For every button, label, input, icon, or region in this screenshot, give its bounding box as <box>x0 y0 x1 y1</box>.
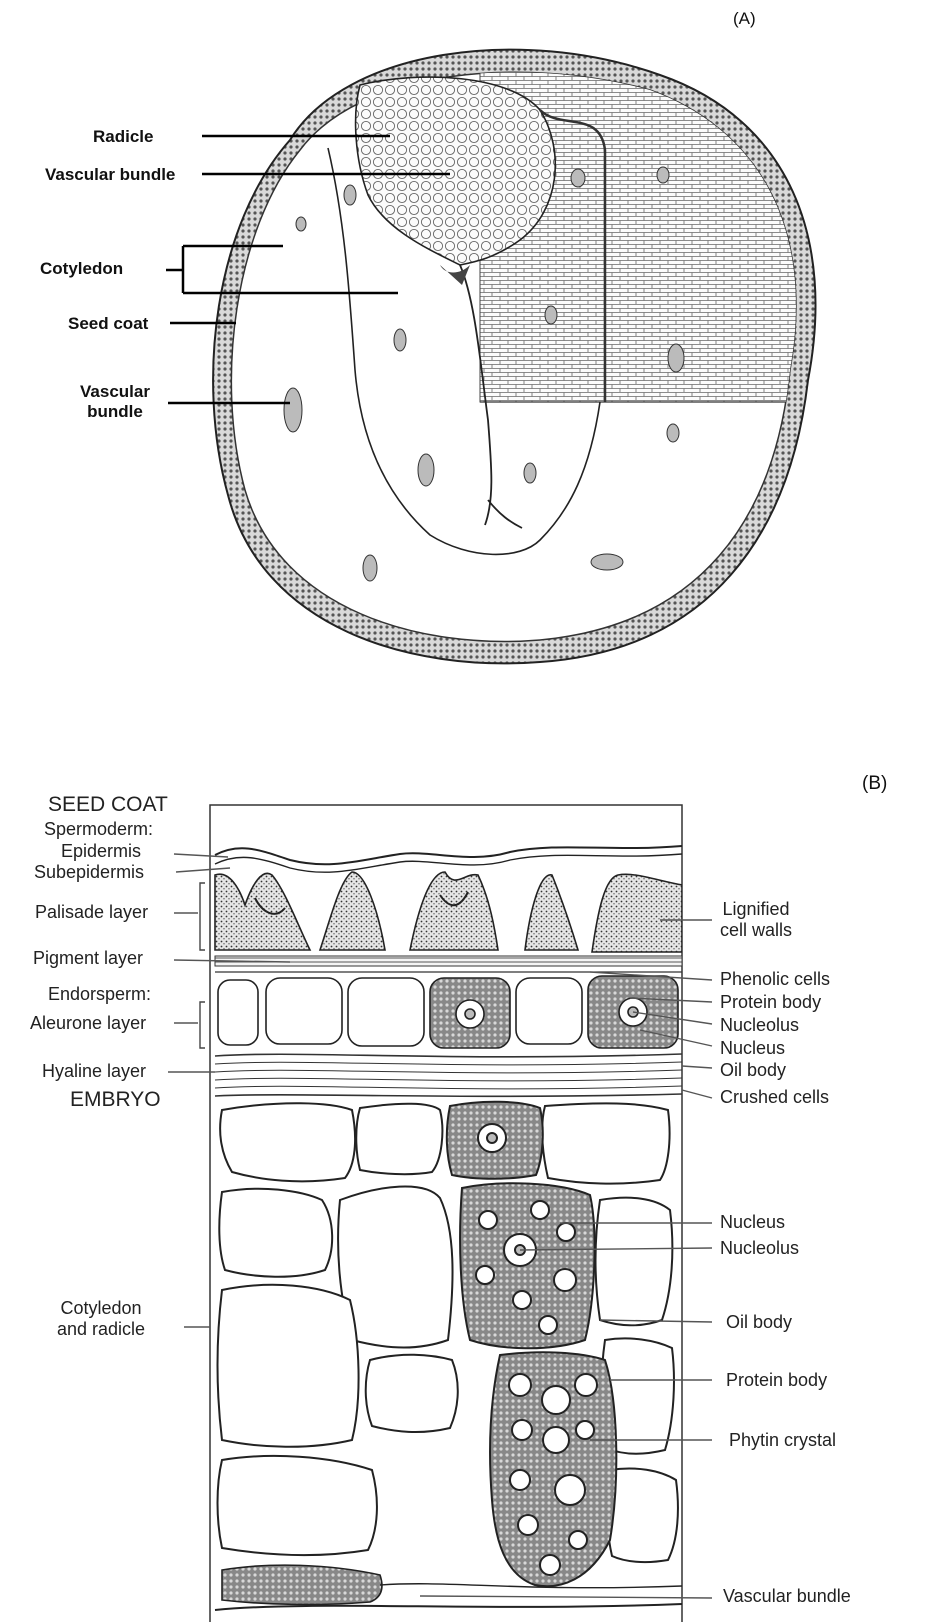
label-phytin-crystal: Phytin crystal <box>729 1430 836 1451</box>
label-oil-body-mid: Oil body <box>726 1312 792 1333</box>
label-cotyledon-line2: and radicle <box>57 1319 145 1339</box>
label-spermoderm: Spermoderm: <box>44 819 153 840</box>
label-aleurone-layer: Aleurone layer <box>30 1013 146 1034</box>
label-protein-body-top: Protein body <box>720 992 821 1013</box>
panel-b-tag: (B) <box>862 773 887 795</box>
label-vascular-bundle-lower-line2: bundle <box>87 402 143 421</box>
label-lignified-line2: cell walls <box>720 920 792 940</box>
label-oil-body-top: Oil body <box>720 1060 786 1081</box>
label-lignified-line1: Lignified <box>722 899 789 919</box>
panel-a-tag: (A) <box>733 9 756 29</box>
label-protein-body-bottom: Protein body <box>726 1370 827 1391</box>
label-cotyledon-radicle: Cotyledon and radicle <box>57 1298 145 1339</box>
label-cotyledon-line1: Cotyledon <box>61 1298 142 1318</box>
aleurone-cells <box>218 976 678 1048</box>
label-vascular-bundle: Vascular bundle <box>723 1586 851 1607</box>
label-seed-coat: SEED COAT <box>48 793 168 817</box>
label-endosperm: Endorsperm: <box>48 984 151 1005</box>
label-crushed-cells: Crushed cells <box>720 1087 829 1108</box>
label-seed-coat: Seed coat <box>68 314 148 334</box>
label-vascular-bundle-lower-line1: Vascular <box>80 382 150 401</box>
label-palisade-layer: Palisade layer <box>35 902 148 923</box>
label-radicle: Radicle <box>93 127 153 147</box>
label-vascular-bundle-lower: Vascular bundle <box>74 382 156 421</box>
seed-cross-section-drawing <box>0 0 926 700</box>
label-hyaline-layer: Hyaline layer <box>42 1061 146 1082</box>
label-vascular-bundle-top: Vascular bundle <box>45 165 175 185</box>
label-subepidermis: Subepidermis <box>34 862 144 883</box>
label-nucleus-top: Nucleus <box>720 1038 785 1059</box>
label-nucleus-mid: Nucleus <box>720 1212 785 1233</box>
label-pigment-layer: Pigment layer <box>33 948 143 969</box>
panel-b-tissue-layers: (B) SEED COAT Spermoderm: Epidermis Sube… <box>0 780 926 1622</box>
label-cotyledon: Cotyledon <box>40 259 123 279</box>
label-phenolic-cells: Phenolic cells <box>720 969 830 990</box>
label-embryo: EMBRYO <box>70 1088 161 1112</box>
panel-a-seed-cross-section: (A) Radicle Vascular bundle Cotyledon Se… <box>0 0 926 700</box>
label-epidermis: Epidermis <box>61 841 141 862</box>
label-lignified-cell-walls: Lignified cell walls <box>720 899 792 940</box>
label-nucleolus-mid: Nucleolus <box>720 1238 799 1259</box>
label-nucleolus-top: Nucleolus <box>720 1015 799 1036</box>
